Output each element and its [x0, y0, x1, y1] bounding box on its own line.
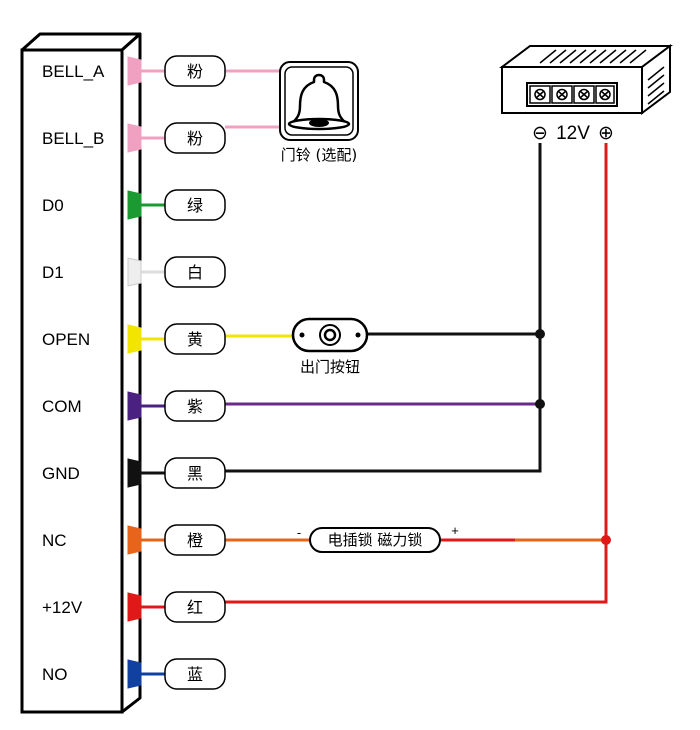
terminal-row: NO 蓝	[42, 658, 226, 690]
bell-icon	[287, 73, 351, 131]
wire-color-name: 黑	[187, 464, 203, 483]
terminal-color-tab	[127, 257, 142, 287]
wire-color-name: 粉	[187, 62, 203, 81]
terminal-label: D1	[42, 263, 64, 282]
wire-color-name: 绿	[187, 196, 203, 215]
terminal-color-tab	[127, 659, 142, 689]
terminal-row: GND 黑	[42, 457, 226, 489]
terminal-row: OPEN 黄	[42, 323, 226, 355]
wire-color-pill	[164, 658, 226, 690]
doorbell-label: 门铃 (选配)	[281, 146, 357, 164]
electric-lock: - 电插锁 磁力锁 +	[297, 523, 459, 553]
terminal-label: BELL_A	[42, 62, 105, 81]
exit-button-label: 出门按钮	[300, 358, 360, 376]
psu-minus-icon: ⊖	[532, 123, 548, 144]
wire-color-pill	[164, 323, 226, 355]
terminal-row: NC 橙	[42, 524, 226, 556]
terminal-label: BELL_B	[42, 129, 104, 148]
wire-color-name: 紫	[187, 397, 203, 416]
terminal-label: COM	[42, 397, 82, 416]
psu-voltage: 12V	[556, 123, 590, 144]
wires-layer	[225, 69, 611, 604]
junction-dot-nc	[601, 535, 611, 545]
wire-color-pill	[164, 524, 226, 556]
wire-color-name: 粉	[187, 129, 203, 148]
lock-label: 电插锁 磁力锁	[328, 531, 423, 549]
terminal-label: NC	[42, 531, 67, 550]
wire-color-name: 红	[187, 598, 203, 617]
terminal-row: BELL_B 粉	[42, 122, 226, 154]
wire-color-name: 白	[187, 263, 203, 282]
terminal-color-tab	[127, 391, 142, 421]
wire-color-pill	[164, 457, 226, 489]
terminal-color-tab	[127, 56, 142, 86]
wire-color-pill	[164, 256, 226, 288]
wire-color-pill	[164, 122, 226, 154]
terminal-color-tab	[127, 458, 142, 488]
terminal-row: BELL_A 粉	[42, 55, 226, 87]
power-supply: ⊖ 12V ⊕	[499, 44, 673, 144]
terminal-row: +12V 红	[42, 591, 226, 623]
wire-color-pill	[164, 55, 226, 87]
lock-minus-label: -	[297, 525, 301, 540]
doorbell: 门铃 (选配)	[279, 61, 359, 164]
wire-gnd	[225, 404, 542, 473]
terminal-color-tab	[127, 190, 142, 220]
junction-dot-open	[535, 329, 545, 339]
lock-plus-label: +	[451, 523, 459, 538]
wire-color-pill	[164, 390, 226, 422]
junction-dot-com	[535, 399, 545, 409]
terminal-list: BELL_A 粉 BELL_B 粉 D0 绿 D1 白 OPEN 黄 COM 紫 GND 黑 NC 橙 +12V…	[42, 55, 226, 690]
terminal-label: GND	[42, 464, 80, 483]
terminal-row: D1 白	[42, 256, 226, 288]
terminal-color-tab	[127, 592, 142, 622]
terminal-row: D0 绿	[42, 189, 226, 221]
wire-color-pill	[164, 591, 226, 623]
psu-plus-icon: ⊕	[598, 123, 614, 144]
terminal-color-tab	[127, 324, 142, 354]
terminal-label: NO	[42, 665, 68, 684]
terminal-row: COM 紫	[42, 390, 226, 422]
terminal-label: D0	[42, 196, 64, 215]
wire-color-name: 橙	[187, 531, 203, 550]
wire-12v	[225, 143, 608, 604]
wire-color-name: 黄	[187, 330, 203, 349]
screw-terminals	[529, 85, 615, 104]
exit-button: 出门按钮	[291, 317, 369, 376]
terminal-color-tab	[127, 123, 142, 153]
terminal-color-tab	[127, 525, 142, 555]
wire-color-pill	[164, 189, 226, 221]
wire-color-name: 蓝	[187, 665, 203, 684]
terminal-label: +12V	[42, 598, 83, 617]
terminal-label: OPEN	[42, 330, 90, 349]
